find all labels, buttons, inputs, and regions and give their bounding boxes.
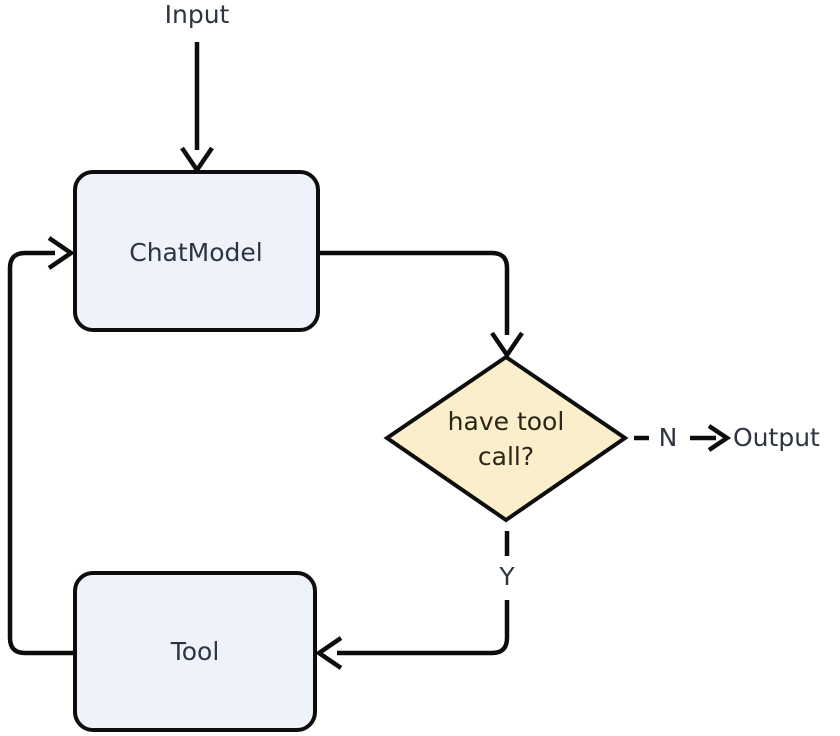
edge-tool-to-chatmodel [7, 236, 75, 656]
edge-decision-to-tool: Y [315, 531, 515, 670]
arrow-head-right-into-chatmodel [47, 236, 75, 270]
node-tool[interactable]: Tool [73, 571, 317, 732]
arrow-head-right-into-output [707, 424, 732, 452]
arrow-head-left-into-tool [315, 636, 343, 670]
edge-input-to-chatmodel [180, 42, 214, 174]
edge-tool-to-chatmodel-line [7, 250, 75, 656]
edge-label-n: N [659, 423, 678, 452]
chatmodel-box-fill [75, 172, 318, 330]
node-decision-have-tool-call[interactable]: have tool call? [383, 354, 629, 523]
edge-decision-to-tool-line [337, 600, 510, 656]
edge-chatmodel-to-decision-line [320, 250, 510, 335]
chatmodel-box-border [73, 170, 320, 332]
decision-label-line2: call? [478, 442, 534, 471]
tool-label: Tool [170, 637, 220, 666]
decision-label-line1: have tool [448, 407, 565, 436]
arrow-head-down-into-chatmodel [180, 146, 214, 174]
input-terminal-label: Input [165, 0, 230, 29]
edge-decision-to-output: N [634, 423, 732, 452]
output-terminal-label: Output [733, 423, 820, 452]
tool-box-fill [75, 573, 315, 730]
arrow-head-down-into-decision [490, 331, 524, 359]
decision-diamond-border [383, 354, 629, 523]
edge-label-y: Y [498, 562, 515, 591]
node-chatmodel[interactable]: ChatModel [73, 170, 320, 332]
chatmodel-label: ChatModel [129, 238, 262, 267]
decision-diamond-fill [387, 357, 625, 520]
edge-chatmodel-to-decision [320, 250, 524, 359]
